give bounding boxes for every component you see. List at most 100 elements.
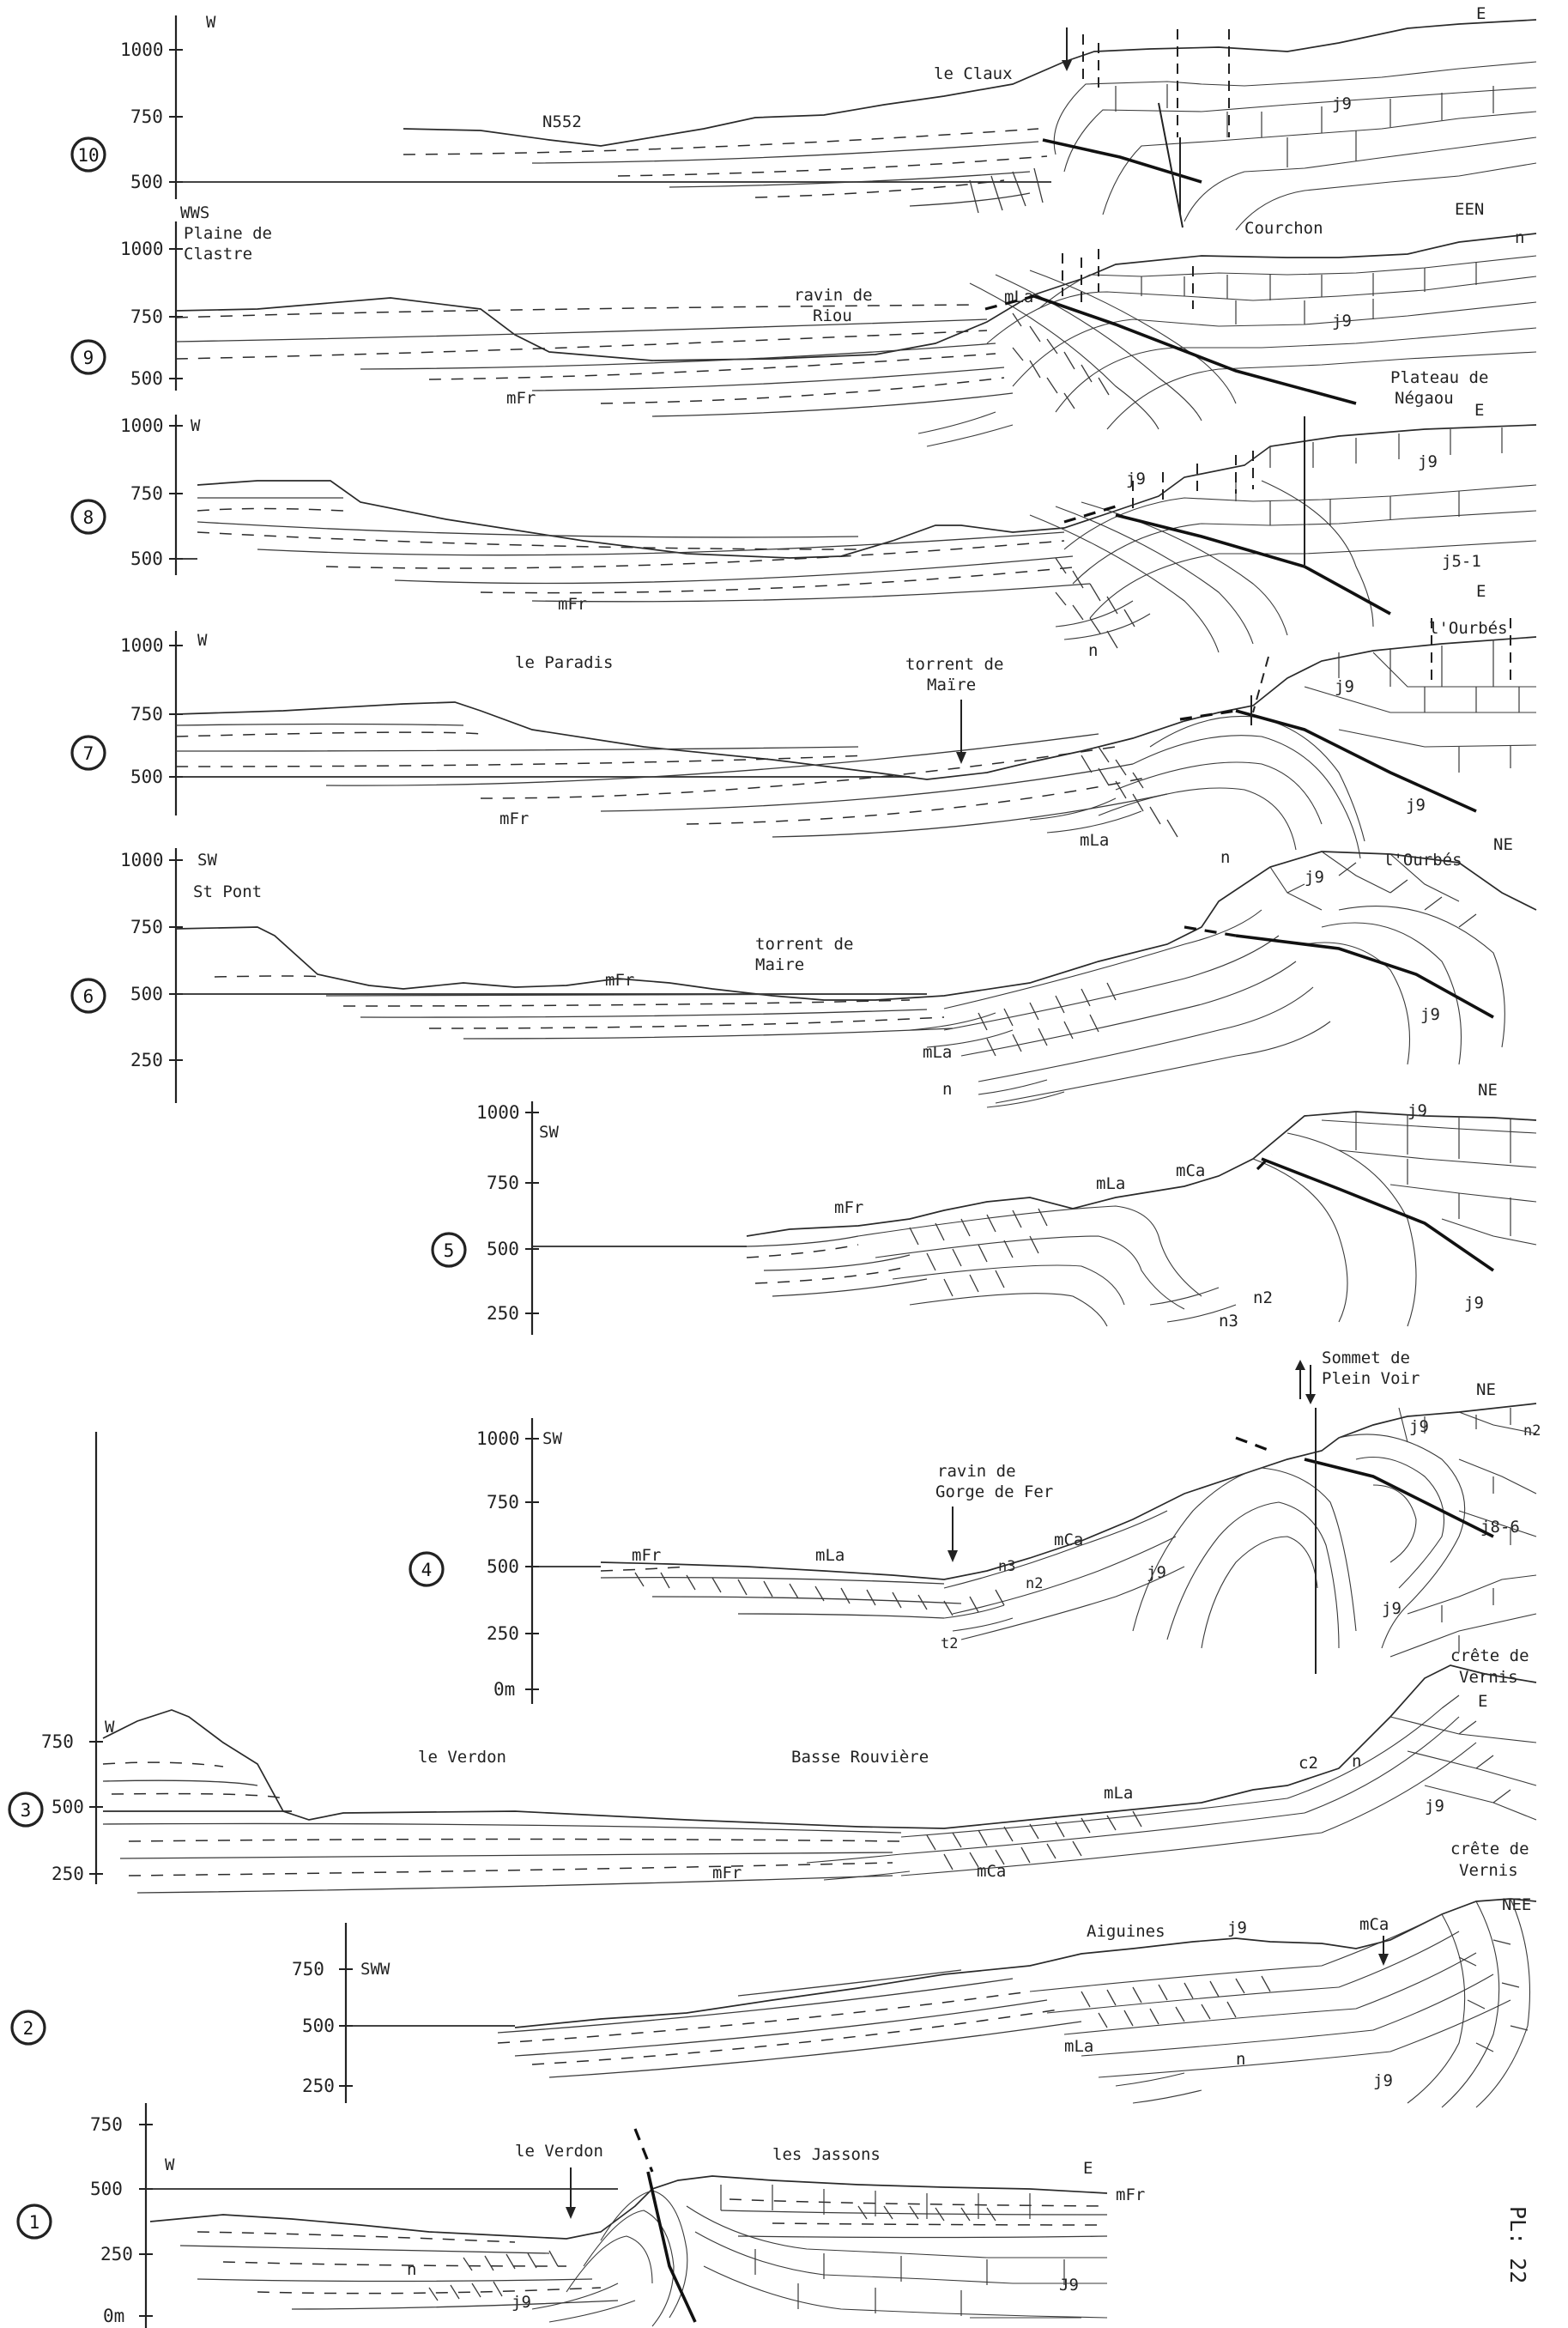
formation-label: j9 [1332,94,1352,113]
scale-tick-label: 500 [130,767,163,787]
scale-tick-label: 500 [130,549,163,569]
formation-label: mFr [1116,2186,1145,2204]
scale-tick-label: 1000 [476,1428,520,1449]
formation-label: j9 [1406,796,1426,815]
place-label: torrent de [755,935,853,954]
formation-label: n2 [1253,1288,1273,1307]
scale-tick-label: 750 [130,306,163,327]
formation-label: mCa [977,1862,1006,1881]
fault-line [1236,936,1493,1017]
scale-tick-label: 250 [130,1050,163,1070]
scale-tick-label: 750 [130,917,163,937]
scale-tick-label: 500 [51,1797,84,1817]
place-label: Courchon [1244,219,1323,238]
section-3: 750 500 250 3 W E crête de Vernis le Ver… [9,1432,1536,1893]
fault-line [1116,515,1390,614]
scale-tick-label: 1000 [120,239,164,259]
scale-tick-label: 500 [90,2179,123,2199]
orientation-left: W [206,13,216,32]
formation-label: mCa [1054,1531,1083,1549]
orientation-right: EEN [1455,200,1484,219]
fault-line [1043,140,1202,182]
place-label: Maïre [927,676,976,694]
section-number: 2 [23,2018,34,2039]
formation-label: mLa [1104,1784,1133,1803]
place-label: l'Ourbés [1383,851,1462,870]
section-number: 3 [21,1800,32,1821]
section-number: 10 [77,145,99,166]
place-label: l'Ourbés [1429,619,1508,638]
place-label: le Paradis [515,653,613,672]
scale-tick-label: 750 [90,2114,123,2135]
place-label: N552 [542,112,582,131]
topographic-profile [197,425,1536,558]
scale-tick-label: 250 [100,2244,133,2264]
place-label: Clastre [184,245,252,264]
formation-label: c2 [1299,1754,1318,1773]
formation-label: mCa [1359,1915,1389,1934]
scale-tick-label: 750 [487,1492,519,1513]
formation-label: n [1088,641,1098,660]
scale-tick-label: 500 [130,172,163,192]
formation-label: j9 [1409,1417,1429,1436]
formation-label: J9 [1059,2276,1079,2295]
topographic-profile [103,1665,1536,1828]
place-label: Basse Rouvière [791,1748,929,1767]
formation-label: j9 [1420,1005,1440,1024]
section-8: 1000 750 500 8 W E j9 j9 j5-1 mFr n [72,401,1536,660]
section-7: 1000 750 500 7 W E le Paradis torrent de… [72,582,1536,867]
formation-label: n [407,2260,416,2279]
scale-tick-label: 250 [51,1864,84,1884]
section-number: 7 [83,743,94,764]
place-label: Plein Voir [1322,1369,1420,1388]
formation-label: n3 [1219,1312,1238,1331]
orientation-right: E [1476,582,1486,601]
section-number: 4 [421,1560,433,1580]
fault-line [1236,711,1476,811]
place-label: Aiguines [1087,1922,1165,1941]
section-4: 1000 750 500 250 0m 4 SW NE Sommet de Pl… [410,1349,1541,1704]
orientation-right: E [1476,4,1486,23]
scale-tick-label: 250 [487,1303,519,1324]
orientation-right: NE [1493,835,1513,854]
scale-tick-label: 0m [103,2306,124,2326]
plate-label: PL: 22 [1505,2206,1530,2283]
formation-label: n2 [1026,1575,1043,1592]
fault-line [648,2172,695,2322]
scale-tick-label: 750 [41,1731,74,1752]
orientation-left: WWS [180,203,209,222]
orientation-right: E [1478,1692,1487,1711]
scale-tick-label: 1000 [120,39,164,60]
formation-label: mFr [506,389,536,408]
place-label: le Verdon [515,2142,603,2161]
orientation-left: SW [539,1123,559,1142]
formation-label: n [942,1080,952,1099]
formation-label: mLa [1080,831,1109,850]
orientation-right: NE [1478,1081,1498,1100]
scale-tick-label: 1000 [120,850,164,870]
formation-label: mFr [632,1546,661,1565]
place-label: Sommet de [1322,1349,1410,1367]
orientation-left: W [165,2155,175,2174]
formation-label: n [1515,228,1524,247]
place-label: ravin de [794,286,873,305]
place-label: Riou [813,306,852,325]
scale-tick-label: 750 [130,704,163,724]
scale-tick-label: 500 [130,368,163,389]
scale-tick-label: 500 [487,1239,519,1259]
orientation-right: NE [1476,1380,1496,1399]
formation-label: j9 [1126,470,1146,488]
section-1: 750 500 250 0m 1 W E le Verdon les Jasso… [18,2103,1530,2328]
scale-tick-label: 750 [130,483,163,504]
place-label: St Pont [193,882,262,901]
scale-tick-label: 0m [493,1679,515,1700]
formation-label: n2 [1523,1422,1541,1440]
orientation-left: SW [542,1429,562,1448]
orientation-right: E [1474,401,1484,420]
scale-tick-label: 750 [292,1959,324,1979]
scale-tick-label: 500 [302,2016,335,2036]
place-label: torrent de [905,655,1003,674]
place-label: le Claux [934,64,1013,83]
orientation-left: W [191,416,201,435]
